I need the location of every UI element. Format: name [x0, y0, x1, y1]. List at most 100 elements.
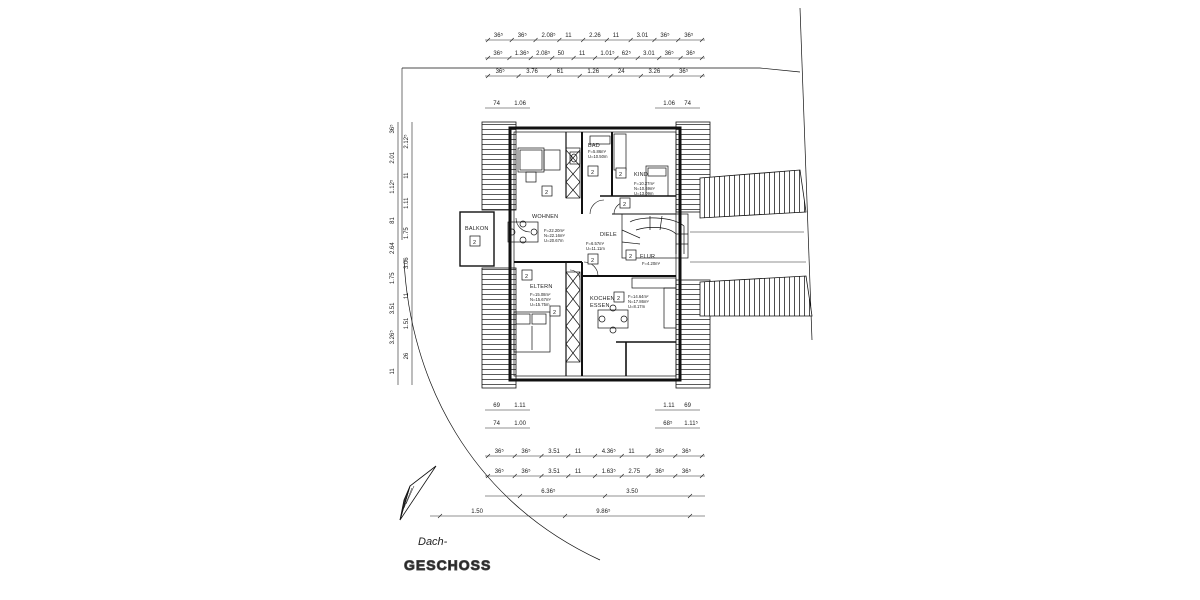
dim-bot3-value: 36⁵ [495, 448, 505, 455]
svg-text:N=10.69m²: N=10.69m² [634, 186, 655, 191]
svg-text:U=10.50m: U=10.50m [588, 154, 608, 159]
dim-top3-value: 36⁵ [496, 68, 506, 75]
svg-text:2: 2 [629, 254, 632, 260]
dim-top-right-value: 74 [684, 101, 691, 107]
dim-bot4-value: 36⁵ [495, 468, 505, 475]
svg-text:2: 2 [591, 170, 594, 176]
dim-bot5: 6.36⁵ 3.50 [541, 488, 638, 495]
svg-text:U=13.09m: U=13.09m [634, 191, 654, 196]
dim-bot-right2-value: 1.11⁵ [684, 420, 698, 427]
dim-top1-value: 2.08⁵ [542, 32, 557, 39]
svg-text:2: 2 [473, 240, 476, 246]
dim-top3-value: 36⁵ [679, 68, 689, 75]
dim-bot-right1: 1.11 69 [663, 403, 691, 409]
dim-top3-value: 3.76 [526, 69, 538, 75]
room-labels: BAD F=5.86m² U=10.50m 2 KIND F=10.27m² N… [521, 143, 661, 317]
dim-bot3-value: 3.51 [548, 449, 560, 455]
svg-text:N=15.67m²: N=15.67m² [530, 297, 551, 302]
svg-text:2: 2 [591, 258, 594, 264]
dim-top1-value: 36⁵ [518, 32, 528, 39]
svg-text:2: 2 [545, 190, 548, 196]
dim-bot6-value: 1.50 [471, 509, 483, 515]
svg-text:2: 2 [623, 202, 626, 208]
dim-bot6-value: 9.86⁵ [596, 508, 611, 515]
dim-bot-right1-value: 1.11 [663, 403, 675, 409]
room-label-balkon: BALKON [465, 226, 489, 232]
dim-top1-value: 11 [613, 33, 620, 39]
dim-top2-value: 36⁵ [493, 50, 503, 57]
north-arrow-icon [399, 465, 437, 521]
dim-top1-value: 11 [565, 33, 572, 39]
dim-top1-value: 2.26 [589, 33, 601, 39]
dim-left-value: 2.12⁵ [403, 134, 410, 149]
dim-left-value: 1.75 [390, 272, 396, 284]
dim-left-value: 81 [390, 217, 396, 224]
dimension-lines [397, 37, 705, 519]
dim-bot-right2: 68⁵ 1.11⁵ [663, 420, 698, 427]
svg-text:U=20.67m: U=20.67m [544, 238, 564, 243]
dim-top2-value: 36⁵ [665, 50, 675, 57]
svg-text:2: 2 [525, 274, 528, 280]
svg-text:F=4.20m²: F=4.20m² [642, 261, 661, 266]
dim-left-value: 2.01 [390, 151, 396, 163]
dim-bot4-value: 2.75 [628, 469, 640, 475]
dim-left-value: 1.12⁵ [389, 179, 396, 194]
room-label-wohnen: WOHNEN [532, 214, 558, 220]
dim-top2-value: 36⁵ [686, 50, 696, 57]
dim-bot5-value: 6.36⁵ [541, 488, 556, 495]
furniture [507, 133, 677, 363]
dim-bot3-value: 4.36⁵ [602, 448, 617, 455]
dim-bot4-value: 36⁵ [655, 468, 665, 475]
dim-bot5-value: 3.50 [626, 489, 638, 495]
room-label-kochen: KOCHEN [590, 296, 615, 302]
dim-top3-value: 3.26 [649, 69, 661, 75]
dim-top-left-value: 74 [493, 101, 500, 107]
svg-text:F=5.86m²: F=5.86m² [588, 149, 607, 154]
dim-bot4-value: 36⁵ [521, 468, 531, 475]
dim-left-value: 36⁵ [389, 124, 396, 134]
dim-bot3-value: 36⁵ [521, 448, 531, 455]
dim-left-value: 11 [404, 172, 410, 179]
dim-top2-value: 3.01 [643, 51, 655, 57]
dim-top1-value: 36⁵ [494, 32, 504, 39]
staircase [621, 213, 689, 259]
dim-bot4-value: 1.63⁵ [602, 468, 617, 475]
dim-top2-value: 2.08⁵ [536, 50, 551, 57]
room-label-eltern: ELTERN [530, 284, 553, 290]
svg-text:F=15.08m²: F=15.08m² [530, 292, 551, 297]
dim-bot-left1-value: 1.11 [514, 403, 526, 409]
svg-text:2: 2 [553, 310, 556, 316]
dim-top2-value: 11 [579, 51, 586, 57]
balcony: BALKON 2 [459, 211, 495, 267]
dim-bot4-value: 11 [575, 469, 582, 475]
room-label-essen: ESSEN [590, 303, 610, 309]
svg-text:F=22.20m²: F=22.20m² [544, 228, 565, 233]
svg-text:F=10.27m²: F=10.27m² [634, 181, 655, 186]
dim-left-value: 2.64 [390, 242, 396, 254]
dim-left-value: 3.26⁵ [389, 330, 396, 345]
dim-top-right-value: 1.06 [663, 101, 675, 107]
property-boundary [401, 7, 813, 561]
drawing-title: GESCHOSS [404, 557, 491, 573]
svg-text:F=6.57m²: F=6.57m² [586, 241, 605, 246]
dim-left-value: 11 [390, 368, 396, 375]
dim-top1-value: 36⁵ [660, 32, 670, 39]
dim-bot-right2-value: 68⁵ [663, 420, 673, 427]
svg-text:2: 2 [617, 296, 620, 302]
svg-text:N=22.16m²: N=22.16m² [544, 233, 565, 238]
svg-text:2: 2 [619, 172, 622, 178]
dim-left-value: 3.51 [390, 302, 396, 314]
dim-bot-left1-value: 69 [493, 403, 500, 409]
dim-bot-right1-value: 69 [684, 403, 691, 409]
dim-left-value: 26 [404, 352, 410, 359]
room-label-bad: BAD [588, 143, 600, 149]
room-label-kind: KIND [634, 172, 648, 178]
handwritten-note: Dach- [418, 536, 448, 548]
